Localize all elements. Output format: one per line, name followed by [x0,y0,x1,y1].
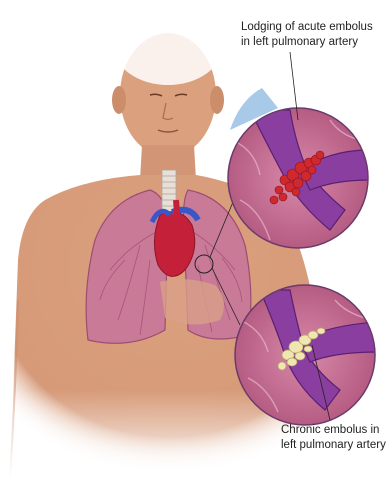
magnifier-circle-acute [228,88,370,248]
chronic-embolus-label-line1: Chronic embolus in [281,423,386,438]
human-head [112,5,224,157]
chronic-embolus-label: Chronic embolus in left pulmonary artery [281,423,386,453]
acute-embolus-label-line1: Lodging of acute embolus [241,20,373,35]
chronic-embolus-label-line2: left pulmonary artery [281,438,386,453]
diaphragm-organ [160,279,224,324]
acute-embolus-label: Lodging of acute embolus in left pulmona… [241,20,373,50]
acute-embolus-label-line2: in left pulmonary artery [241,35,373,50]
